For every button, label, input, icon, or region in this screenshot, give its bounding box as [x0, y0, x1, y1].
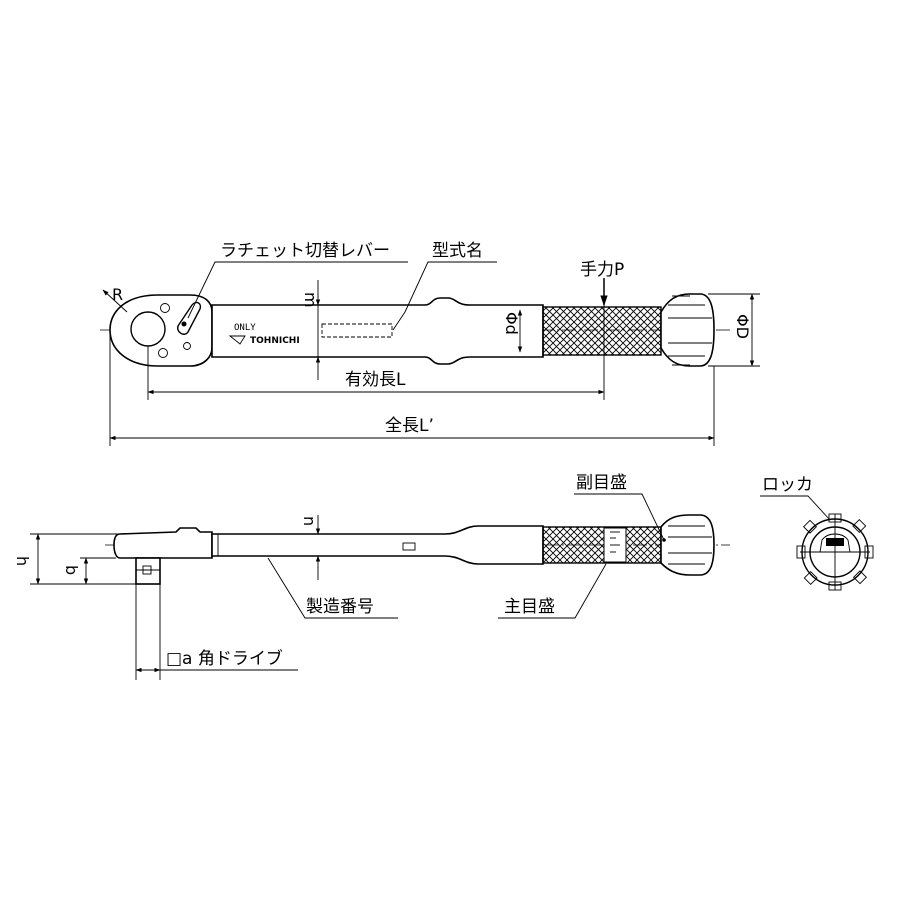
- end-cap-side: [660, 514, 715, 576]
- total-length-label: 全長L’: [385, 416, 434, 436]
- effective-length-label: 有効長L: [345, 370, 406, 390]
- square-drive-label: □a 角ドライブ: [166, 648, 283, 669]
- ratchet-lever: [177, 301, 202, 335]
- brand-marking: TOHNICHI: [250, 336, 300, 346]
- b-label: b: [62, 565, 81, 575]
- only-marking: ONLY: [234, 323, 256, 333]
- lock-label: ロッカ: [762, 475, 813, 495]
- square-drive: [135, 557, 161, 585]
- side-view: n h b □a 角ドライブ 製造番号 主目盛 副目盛: [13, 473, 730, 680]
- h-label: h: [13, 556, 32, 566]
- end-view: ロッカ: [760, 475, 874, 591]
- top-view: ONLY TOHNICHI R m Φd ΦD 有効長L: [100, 241, 760, 446]
- model-name-label: 型式名: [432, 241, 483, 261]
- grip-knurl-side: [542, 526, 662, 564]
- sub-scale-label: 副目盛: [576, 473, 627, 493]
- main-scale-label: 主目盛: [504, 597, 555, 617]
- n-label: n: [300, 516, 319, 526]
- m-label: m: [301, 292, 320, 308]
- radius-label: R: [112, 285, 123, 304]
- end-cap-top: [660, 293, 715, 367]
- grip-knurl-top: [542, 306, 662, 356]
- phi-D-label: ΦD: [733, 314, 752, 339]
- shaft-top: [211, 297, 544, 365]
- head-screw-top: [160, 303, 170, 313]
- ratchet-lever-label: ラチェット切替レバー: [220, 241, 390, 261]
- shaft-side: [211, 525, 544, 565]
- side-head: [113, 527, 213, 559]
- serial-number-label: 製造番号: [306, 597, 374, 617]
- phi-d-label: Φd: [502, 312, 521, 335]
- serial-plate: [402, 542, 416, 551]
- hand-force-label: 手力P: [580, 260, 624, 280]
- head-screw-bottom: [158, 348, 168, 358]
